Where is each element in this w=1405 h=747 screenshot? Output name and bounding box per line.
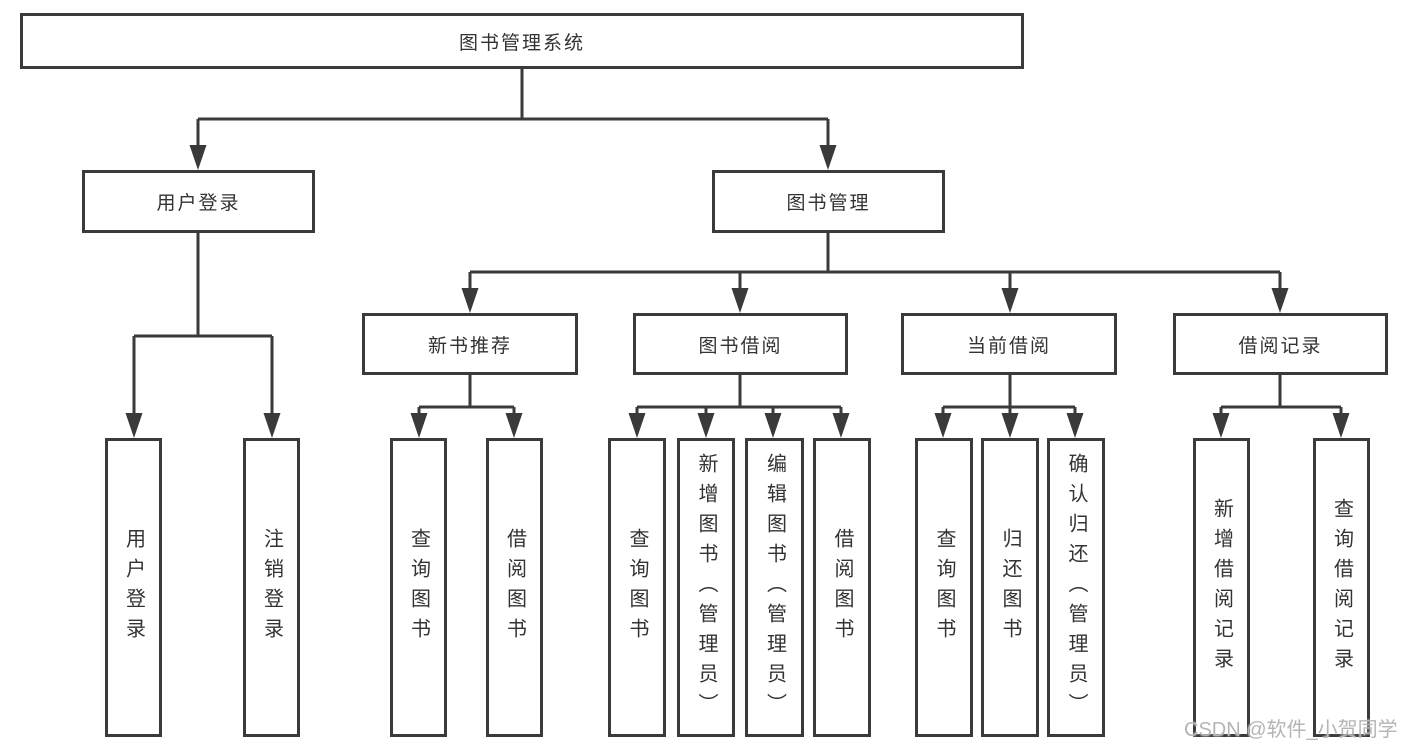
node-library-system: 图书管理系统 <box>20 13 1024 69</box>
node-label: 借阅图书 <box>503 527 526 648</box>
node-label: 归还图书 <box>999 527 1021 648</box>
node-label: 查询图书 <box>407 527 430 648</box>
node-label: 用户登录 <box>156 193 241 214</box>
node-label: 确认归还（管理员） <box>1065 452 1087 723</box>
leaf-user-login: 用户登录 <box>105 438 162 737</box>
node-label: 查询借阅记录 <box>1330 497 1353 678</box>
leaf-logout: 注销登录 <box>243 438 300 737</box>
leaf-recommend-borrow-books: 借阅图书 <box>486 438 543 737</box>
node-book-management: 图书管理 <box>712 170 945 233</box>
node-label: 借阅图书 <box>831 527 853 648</box>
node-label: 当前借阅 <box>966 335 1051 357</box>
leaf-borrowing-edit-books-admin: 编辑图书（管理员） <box>745 438 804 737</box>
leaf-borrowing-borrow-books: 借阅图书 <box>813 438 871 737</box>
node-user-login: 用户登录 <box>82 170 315 233</box>
node-current-borrowing: 当前借阅 <box>901 313 1117 375</box>
node-label: 查询图书 <box>626 527 648 648</box>
node-label: 借阅记录 <box>1238 335 1323 357</box>
node-book-borrowing: 图书借阅 <box>633 313 848 375</box>
node-label: 图书管理系统 <box>458 32 585 54</box>
connector-path <box>132 69 1343 418</box>
node-label: 新增借阅记录 <box>1210 497 1233 678</box>
leaf-records-add-borrow-record: 新增借阅记录 <box>1193 438 1250 737</box>
node-borrowing-records: 借阅记录 <box>1173 313 1388 375</box>
leaf-borrowing-query-books: 查询图书 <box>608 438 666 737</box>
leaf-borrowing-add-books-admin: 新增图书（管理员） <box>677 438 735 737</box>
node-label: 编辑图书（管理员） <box>763 452 786 723</box>
node-label: 图书管理 <box>786 193 871 214</box>
arrow-down-icons <box>125 145 1350 438</box>
leaf-current-confirm-return-admin: 确认归还（管理员） <box>1047 438 1105 737</box>
node-label: 查询图书 <box>933 527 955 648</box>
leaf-recommend-query-books: 查询图书 <box>390 438 447 737</box>
leaf-current-return-books: 归还图书 <box>981 438 1039 737</box>
node-label: 新书推荐 <box>427 335 512 357</box>
node-label: 图书借阅 <box>698 335 783 357</box>
leaf-records-query-borrow-record: 查询借阅记录 <box>1313 438 1370 737</box>
node-label: 注销登录 <box>260 527 283 648</box>
leaf-current-query-books: 查询图书 <box>915 438 973 737</box>
node-label: 用户登录 <box>122 527 145 648</box>
csdn-watermark: CSDN @软件_小贺同学 <box>1184 719 1398 741</box>
node-label: 新增图书（管理员） <box>695 452 717 723</box>
node-new-book-recommendation: 新书推荐 <box>362 313 578 375</box>
